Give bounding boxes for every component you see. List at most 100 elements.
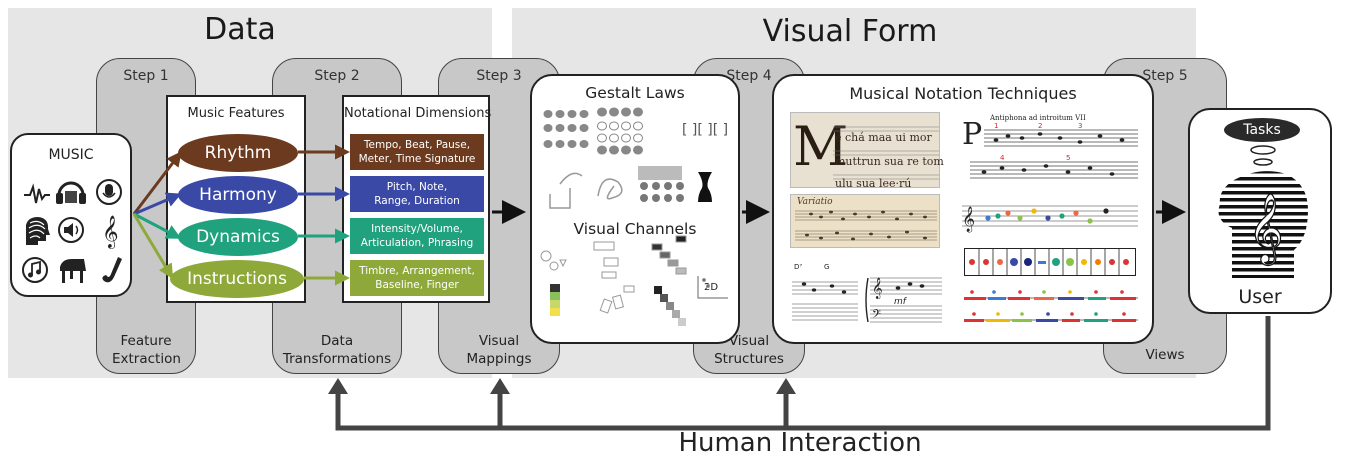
svg-text:2: 2 [1038, 122, 1042, 130]
dimension-dynamics-line1: Intensity/Volume, [371, 223, 463, 235]
music-to-features-arrows [132, 151, 182, 280]
color-channel [550, 284, 560, 316]
head-profile-icon: 𝄞 [1218, 171, 1308, 278]
svg-text:P: P [962, 117, 982, 152]
feature-rhythm[interactable]: Rhythm [178, 134, 298, 172]
dimension-dynamics[interactable]: Intensity/Volume, Articulation, Phrasing [350, 218, 484, 254]
visual-channels-title: Visual Channels [573, 220, 697, 238]
svg-text:D⁷: D⁷ [794, 263, 802, 271]
speaker-icon [58, 217, 84, 243]
step-2-label: Step 2 [314, 68, 360, 84]
antiphona-score: Antiphona ad introitum VII P 1 2 3 4 5 [960, 112, 1140, 192]
svg-text:G: G [824, 263, 829, 271]
svg-text:M: M [793, 115, 848, 178]
svg-text:𝄢: 𝄢 [872, 308, 881, 324]
feature-dynamics[interactable]: Dynamics [178, 218, 298, 256]
svg-text:𝄞: 𝄞 [962, 206, 975, 232]
orientation-channel [599, 285, 635, 314]
manuscript-thumbnail: M ẽ chá maa ui mor muttrun sua re tom ul… [790, 112, 944, 190]
dimension-instructions-line1: Timbre, Arrangement, [359, 265, 475, 277]
svg-text:𝄞: 𝄞 [1248, 193, 1283, 265]
interaction-loop [335, 316, 1271, 431]
music-note-icon [22, 257, 48, 283]
music-card[interactable]: MUSIC [10, 133, 132, 297]
step-3-label: Step 3 [476, 68, 522, 84]
piano-roll-thumbnail [964, 288, 1138, 332]
svg-text:muttrun sua re tom: muttrun sua re tom [835, 155, 944, 168]
dimension-harmony[interactable]: Pitch, Note, Range, Duration [350, 176, 484, 212]
dimension-instructions-line2: Baseline, Finger [375, 279, 459, 291]
manuscript-svg: M ẽ chá maa ui mor muttrun sua re tom ul… [793, 115, 944, 190]
music-features-title: Music Features [187, 106, 285, 121]
interaction-arrowheads [328, 378, 796, 394]
treble-clef-icon: 𝄞 [102, 215, 119, 249]
step-1-caption: Feature Extraction [112, 333, 181, 367]
user-head-svg: 𝄞 [1218, 145, 1308, 278]
user-label: User [1238, 286, 1282, 308]
svg-text:mf: mf [894, 297, 908, 307]
piano-sheet-svg: 𝄞 mf 𝄢 [865, 277, 942, 324]
user-card[interactable]: Tasks 𝄞 User [1188, 108, 1332, 314]
saxophone-icon [102, 257, 122, 283]
notation-title: Musical Notation Techniques [849, 84, 1077, 103]
antiphona-svg: P 1 2 3 4 5 [962, 117, 1138, 179]
fingerprint-head-icon [26, 217, 50, 245]
color-bar-svg [969, 249, 1129, 275]
features-to-dimensions-arrows [298, 144, 350, 286]
colored-staff-svg: 𝄞 [962, 205, 1138, 232]
dimension-harmony-line1: Pitch, Note, [386, 181, 448, 193]
tasks-badge[interactable]: Tasks [1224, 118, 1300, 142]
visual-form-section-title: Visual Form [762, 14, 938, 49]
gestalt-title: Gestalt Laws [585, 84, 685, 102]
feature-instructions[interactable]: Instructions [170, 260, 304, 298]
human-interaction-label: Human Interaction [678, 428, 922, 458]
svg-text:1: 1 [994, 122, 998, 130]
step-4-caption: Visual Structures [714, 333, 784, 367]
step-5-caption: Views [1145, 347, 1185, 363]
microphone-icon [96, 179, 122, 205]
dimension-rhythm[interactable]: Tempo, Beat, Pause, Meter, Time Signatur… [350, 134, 484, 170]
closure-shapes [549, 172, 623, 209]
svg-text:5: 5 [1066, 154, 1070, 162]
dimension-instructions[interactable]: Timbre, Arrangement, Baseline, Finger [350, 260, 484, 296]
data-section-title: Data [204, 12, 276, 47]
bracket-glyphs: [ ][ ][ ] [682, 122, 728, 138]
svg-text:3: 3 [1078, 122, 1082, 130]
dimension-rhythm-line2: Meter, Time Signature [358, 153, 476, 165]
piano-sheet-thumbnail: 𝄞 mf 𝄢 [864, 272, 942, 328]
music-icons-svg: 𝄞 [22, 179, 122, 283]
step-1-label: Step 1 [123, 68, 169, 84]
value-channel [654, 286, 686, 326]
waveform-icon [24, 183, 50, 204]
svg-text:4: 4 [1000, 154, 1005, 162]
music-title: MUSIC [48, 147, 94, 163]
colored-staff: 𝄞 [962, 198, 1138, 234]
step-3-caption: Visual Mappings [466, 333, 532, 367]
gestalt-card[interactable]: Gestalt Laws Visual Channels 2D [ ][ ][ … [530, 74, 740, 344]
piano-icon [60, 259, 86, 283]
notation-card[interactable]: Musical Notation Techniques M ẽ chá maa … [772, 74, 1154, 344]
dimension-rhythm-line1: Tempo, Beat, Pause, [363, 139, 471, 151]
piano-roll-svg [964, 290, 1138, 322]
gestalt-illustrations: [ ][ ][ ] [540, 107, 728, 326]
vase-figure [698, 172, 712, 202]
svg-text:𝄞: 𝄞 [102, 215, 119, 249]
headphones-icon [56, 181, 86, 204]
variatio-thumbnail: Variatio [790, 194, 940, 248]
music-icon-grid: 𝄞 [18, 175, 126, 291]
step-4-label: Step 4 [726, 68, 772, 84]
antiphona-heading: Antiphona ad introitum VII [990, 114, 1086, 122]
region-dots [638, 166, 684, 202]
svg-text:ẽ chá maa ui mor: ẽ chá maa ui mor [835, 131, 933, 144]
feature-harmony[interactable]: Harmony [178, 176, 298, 214]
channel-2d-label: 2D [704, 282, 719, 293]
step-5-label: Step 5 [1142, 68, 1188, 84]
step-2-caption: Data Transformations [282, 333, 392, 367]
svg-text:𝄞: 𝄞 [872, 278, 883, 299]
variatio-svg [795, 210, 937, 241]
svg-text:ulu sua lee·rú: ulu sua lee·rú [835, 177, 911, 190]
tasks-label: Tasks [1243, 122, 1281, 138]
notational-dimensions-title: Notational Dimensions [344, 106, 492, 121]
dimension-harmony-line2: Range, Duration [374, 195, 460, 207]
